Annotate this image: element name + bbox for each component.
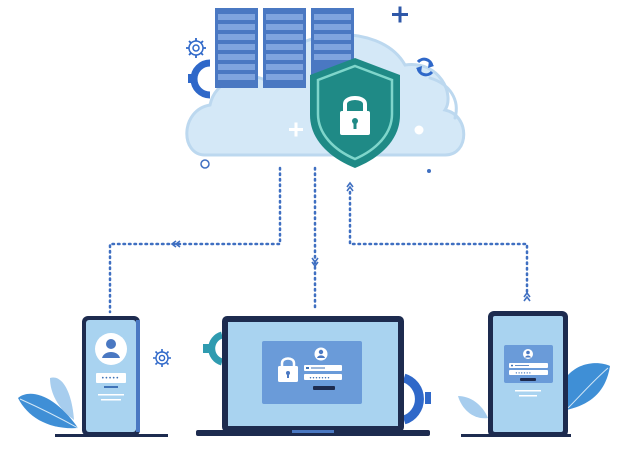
- laptop-device: •••••••: [196, 316, 431, 436]
- login-card: •••••••: [262, 341, 362, 404]
- tablet-password-mask: ••••••: [515, 372, 531, 377]
- tablet-login-card: ••••••: [504, 345, 553, 383]
- leaf-decoration-right: [458, 363, 610, 419]
- link-to-tablet: [348, 190, 529, 294]
- padlock-icon-laptop: [278, 357, 298, 382]
- sync-icon: [416, 57, 434, 77]
- arrow-up-icon-tablet: [523, 291, 531, 302]
- arrow-up-icon: [346, 181, 354, 192]
- tablet-password-field: [509, 370, 548, 375]
- user-avatar-icon-laptop: [314, 347, 328, 361]
- gear-icon: [186, 38, 206, 58]
- decor-ring: [200, 159, 210, 169]
- user-avatar-icon: [95, 333, 127, 365]
- gear-icon-phone: [153, 349, 171, 367]
- plus-icon: [392, 6, 408, 23]
- link-to-phone: [108, 166, 282, 314]
- gear-icon-half: [188, 59, 211, 99]
- decor-dot-small: [427, 169, 431, 173]
- network-links: [108, 166, 529, 314]
- laptop-password-mask: •••••••: [309, 376, 330, 382]
- tablet-device: ••••••: [458, 311, 610, 437]
- decor-dot: [414, 125, 424, 135]
- link-arrows: [170, 181, 531, 302]
- gear-icon-laptop-left: [203, 331, 224, 366]
- phone-password-field: [96, 373, 126, 383]
- gear-icon-laptop-right: [402, 373, 431, 425]
- server-rack-1: [215, 8, 258, 88]
- arrow-down-icon: [311, 257, 319, 268]
- arrow-left-icon: [170, 240, 181, 248]
- laptop-password-field: [304, 374, 342, 380]
- server-rack-icon: [215, 8, 354, 88]
- leaf-decoration-left: [18, 377, 79, 429]
- padlock-icon: [340, 96, 370, 135]
- shield-lock-icon: [310, 58, 400, 168]
- server-rack-2: [263, 8, 306, 88]
- plus-icon-cloud: [289, 122, 303, 137]
- user-avatar-icon-tablet: [523, 349, 533, 359]
- phone-password-mask: •••••: [101, 375, 119, 382]
- phone-device: •••••: [18, 316, 171, 437]
